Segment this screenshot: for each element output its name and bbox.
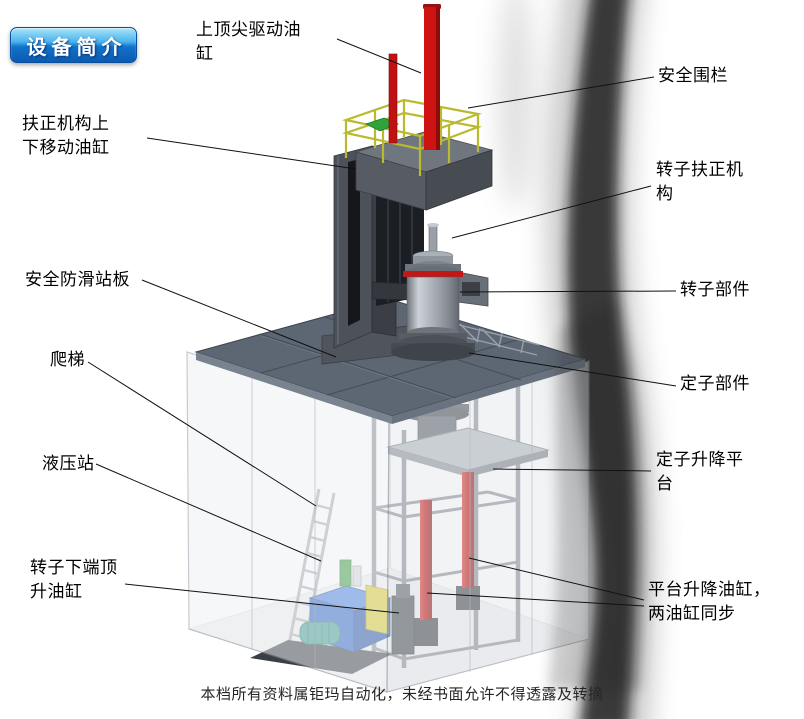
label-rotor-centering-mechanism: 转子扶正机构: [656, 160, 744, 203]
watermark-text: 本档所有资料属钜玛自动化，未经书面允许不得透露及转摘: [200, 686, 604, 703]
label-stator-component: 定子部件: [680, 374, 750, 393]
label-rotor-jack-cylinder: 转子下端顶升油缸: [30, 558, 118, 601]
label-safety-fence: 安全围栏: [658, 66, 728, 85]
label-centering-lift-cylinder: 扶正机构上下移动油缸: [22, 114, 110, 157]
title-badge: 设备简介: [10, 27, 137, 63]
rotor-assembly: [391, 223, 475, 361]
label-rotor-component: 转子部件: [680, 280, 750, 299]
head-box: [354, 131, 494, 211]
label-ladder: 爬梯: [50, 350, 85, 369]
stator-lift-deck: [386, 427, 550, 477]
label-hydraulic-station: 液压站: [42, 454, 95, 473]
label-top-center-drive-cylinder: 上顶尖驱动油缸: [196, 20, 301, 63]
top-drive-cylinder-rods: [388, 4, 441, 150]
label-platform-lift-cylinders: 平台升降油缸，两油缸同步: [648, 580, 771, 623]
label-stator-lift-platform: 定子升降平台: [656, 450, 744, 493]
shadow-smudge-front: [548, 300, 647, 690]
label-anti-slip-plate: 安全防滑站板: [25, 270, 130, 289]
